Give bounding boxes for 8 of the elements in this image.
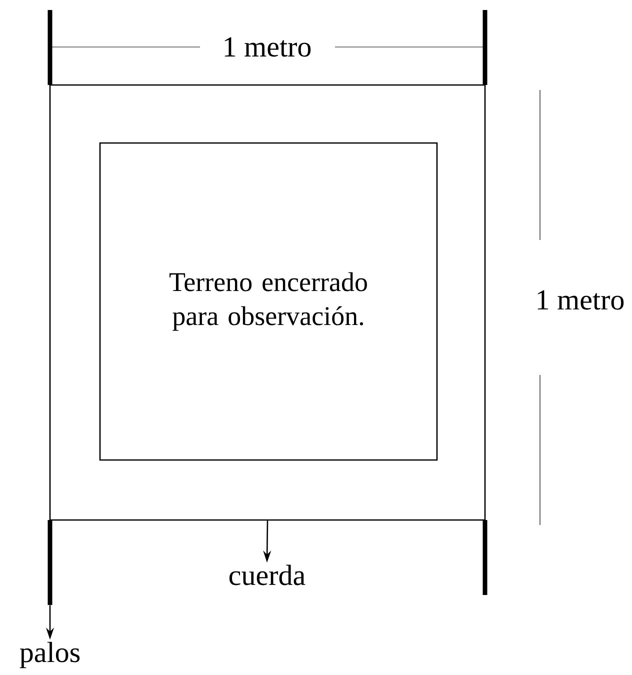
text-box: Terreno encerrado para observación. (99, 142, 438, 461)
rope-square (49, 84, 486, 521)
label-text: cuerda (229, 564, 306, 586)
label-text: palos (20, 642, 80, 668)
dimension-label: 1 metro (224, 37, 311, 57)
stick (482, 10, 488, 595)
dimension-label: 1 metro (538, 290, 624, 310)
stick (48, 10, 52, 605)
